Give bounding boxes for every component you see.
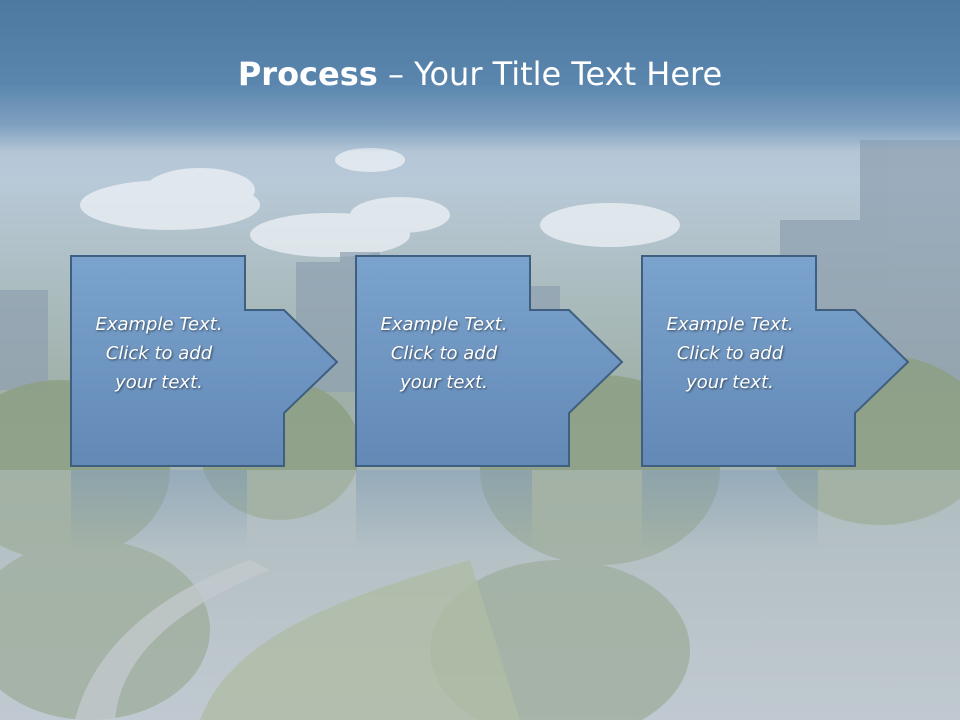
title-bold: Process <box>237 55 378 93</box>
step-text-line: Example Text. <box>380 314 508 335</box>
step-text[interactable]: Example Text. Click to add your text. <box>360 310 528 397</box>
step-text[interactable]: Example Text. Click to add your text. <box>646 310 814 397</box>
process-step-1[interactable]: Example Text. Click to add your text. <box>70 255 341 468</box>
step-arrow-shape <box>70 255 339 467</box>
title-band <box>0 0 960 152</box>
step-reflection <box>642 470 818 550</box>
step-text[interactable]: Example Text. Click to add your text. <box>75 310 243 397</box>
step-text-line: Click to add <box>105 343 213 364</box>
step-text-line: your text. <box>115 372 203 393</box>
step-text-line: Click to add <box>676 343 784 364</box>
step-text-line: your text. <box>400 372 488 393</box>
step-reflection <box>71 470 247 550</box>
step-text-line: Example Text. <box>666 314 794 335</box>
title-rest: – Your Title Text Here <box>377 55 723 93</box>
step-text-line: your text. <box>686 372 774 393</box>
step-reflection <box>356 470 532 550</box>
step-arrow-shape <box>355 255 624 467</box>
process-step-3[interactable]: Example Text. Click to add your text. <box>641 255 912 468</box>
step-arrow-shape <box>641 255 910 467</box>
process-step-2[interactable]: Example Text. Click to add your text. <box>355 255 626 468</box>
step-text-line: Click to add <box>390 343 498 364</box>
step-text-line: Example Text. <box>95 314 223 335</box>
slide-title[interactable]: Process – Your Title Text Here <box>0 54 960 94</box>
